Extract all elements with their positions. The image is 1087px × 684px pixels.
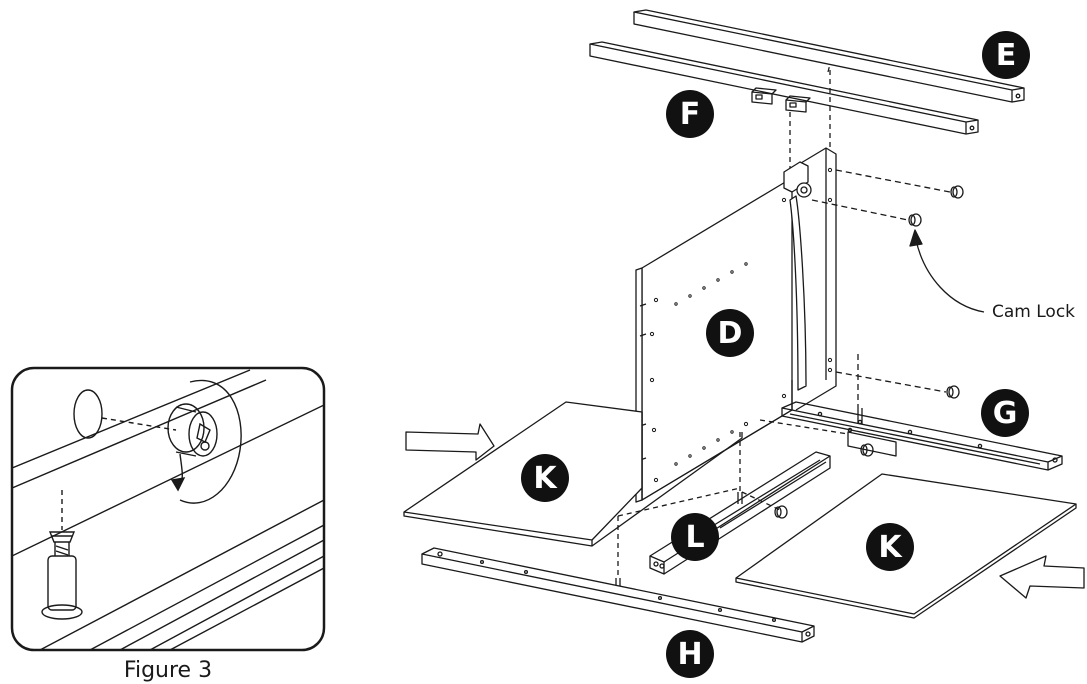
badge-f: F xyxy=(666,90,714,138)
badge-g-label: G xyxy=(993,396,1018,431)
badge-h-label: H xyxy=(677,637,702,672)
arrow-left xyxy=(405,423,495,461)
f-connectors xyxy=(751,87,811,113)
arrow-right xyxy=(999,555,1085,599)
badge-k-left-label: K xyxy=(533,461,558,496)
d-to-cam-guides xyxy=(811,169,951,408)
rail-g xyxy=(781,401,1063,471)
f-to-d-guides xyxy=(789,63,831,168)
badge-e-label: E xyxy=(996,38,1017,73)
figure-3-inset xyxy=(10,366,326,652)
badge-k-right-label: K xyxy=(878,530,903,565)
badge-k-left: K xyxy=(521,454,569,502)
badge-l: L xyxy=(671,513,719,561)
badge-k-right: K xyxy=(866,523,914,571)
rail-f xyxy=(589,41,979,135)
badge-d: D xyxy=(706,309,754,357)
figure-caption: Figure 3 xyxy=(124,658,212,683)
cam-lock-callout: Cam Lock xyxy=(992,302,1075,322)
badge-e: E xyxy=(982,31,1030,79)
l-guides xyxy=(617,432,781,578)
cam-lock-leader xyxy=(909,229,985,313)
badge-f-label: F xyxy=(680,97,701,132)
rail-h xyxy=(421,547,815,643)
badge-h: H xyxy=(666,630,714,678)
badge-g: G xyxy=(981,389,1029,437)
rail-e xyxy=(633,9,1025,103)
badge-l-label: L xyxy=(685,520,704,555)
cam-lock-parts xyxy=(774,185,964,519)
badge-d-label: D xyxy=(718,316,743,351)
